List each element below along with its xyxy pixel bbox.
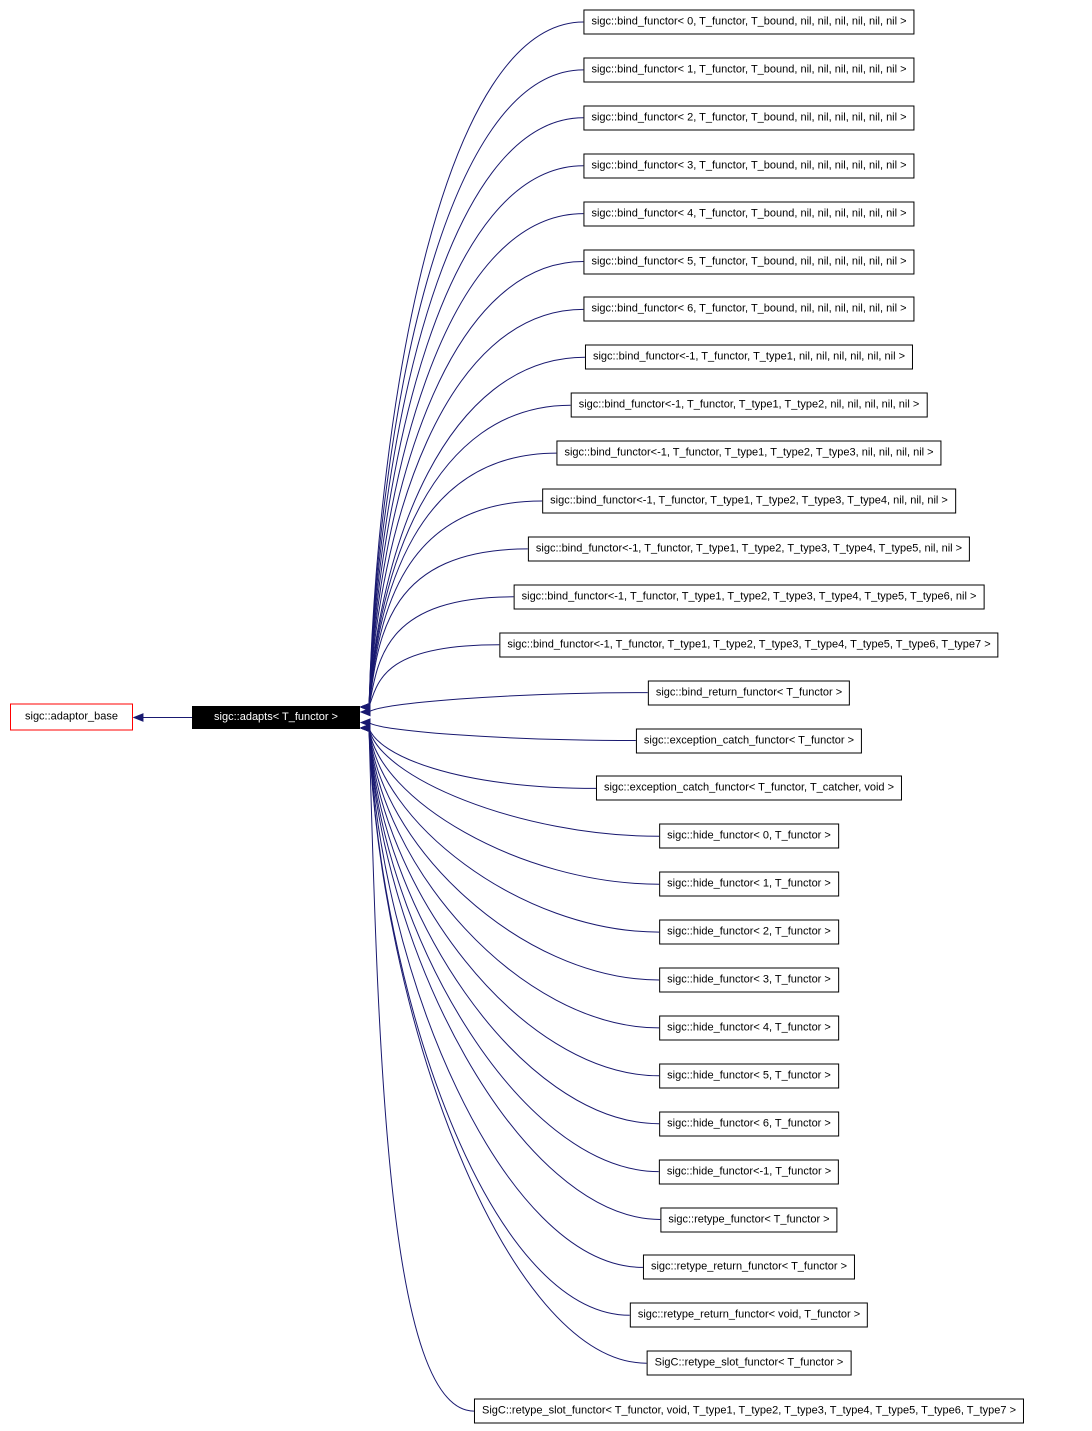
class-node-retype-return-functor-void[interactable]: sigc::retype_return_functor< void, T_fun… [629, 1302, 869, 1328]
class-node-hide-functor-5[interactable]: sigc::hide_functor< 5, T_functor > [659, 1063, 839, 1089]
class-node-bind-return-functor[interactable]: sigc::bind_return_functor< T_functor > [647, 680, 851, 706]
class-node-hide-functor-1[interactable]: sigc::hide_functor< 1, T_functor > [659, 871, 839, 897]
class-node-bind-functor-neg1-t7[interactable]: sigc::bind_functor<-1, T_functor, T_type… [499, 632, 999, 658]
class-node-bind-functor-neg1-t3[interactable]: sigc::bind_functor<-1, T_functor, T_type… [556, 440, 942, 466]
class-node-exception-catch-functor[interactable]: sigc::exception_catch_functor< T_functor… [635, 728, 863, 753]
class-node-bind-functor-2[interactable]: sigc::bind_functor< 2, T_functor, T_boun… [583, 105, 915, 131]
class-node-retype-functor[interactable]: sigc::retype_functor< T_functor > [660, 1207, 838, 1232]
class-node-hide-functor-4[interactable]: sigc::hide_functor< 4, T_functor > [659, 1015, 839, 1041]
class-node-bind-functor-neg1-t5[interactable]: sigc::bind_functor<-1, T_functor, T_type… [527, 536, 971, 562]
class-node-bind-functor-neg1-t6[interactable]: sigc::bind_functor<-1, T_functor, T_type… [513, 584, 985, 610]
class-node-bind-functor-1[interactable]: sigc::bind_functor< 1, T_functor, T_boun… [583, 57, 915, 83]
class-node-bind-functor-3[interactable]: sigc::bind_functor< 3, T_functor, T_boun… [583, 153, 915, 179]
class-node-hide-functor-3[interactable]: sigc::hide_functor< 3, T_functor > [659, 967, 839, 993]
class-node-bind-functor-4[interactable]: sigc::bind_functor< 4, T_functor, T_boun… [583, 201, 915, 227]
class-node-bind-functor-neg1-t2[interactable]: sigc::bind_functor<-1, T_functor, T_type… [570, 392, 928, 418]
class-node-bind-functor-0[interactable]: sigc::bind_functor< 0, T_functor, T_boun… [583, 9, 915, 35]
class-node-bind-functor-neg1-t4[interactable]: sigc::bind_functor<-1, T_functor, T_type… [542, 488, 956, 514]
class-node-hide-functor-2[interactable]: sigc::hide_functor< 2, T_functor > [659, 919, 839, 945]
class-node-bind-functor-5[interactable]: sigc::bind_functor< 5, T_functor, T_boun… [583, 249, 915, 274]
class-node-exception-catch-functor-void[interactable]: sigc::exception_catch_functor< T_functor… [595, 775, 903, 801]
class-node-bind-functor-neg1-t1[interactable]: sigc::bind_functor<-1, T_functor, T_type… [584, 344, 914, 370]
class-node-hide-functor-0[interactable]: sigc::hide_functor< 0, T_functor > [659, 823, 839, 849]
class-node-retype-return-functor[interactable]: sigc::retype_return_functor< T_functor > [642, 1254, 856, 1280]
class-node-bind-functor-6[interactable]: sigc::bind_functor< 6, T_functor, T_boun… [583, 296, 915, 322]
class-node-adaptor-base[interactable]: sigc::adaptor_base [10, 703, 133, 731]
class-node-adapts-current: sigc::adapts< T_functor > [192, 706, 360, 729]
class-node-sigc-retype-slot-functor[interactable]: SigC::retype_slot_functor< T_functor > [646, 1350, 852, 1376]
class-node-sigc-retype-slot-functor-void[interactable]: SigC::retype_slot_functor< T_functor, vo… [473, 1398, 1025, 1424]
class-node-hide-functor-neg1[interactable]: sigc::hide_functor<-1, T_functor > [658, 1159, 840, 1185]
class-node-hide-functor-6[interactable]: sigc::hide_functor< 6, T_functor > [659, 1111, 839, 1137]
